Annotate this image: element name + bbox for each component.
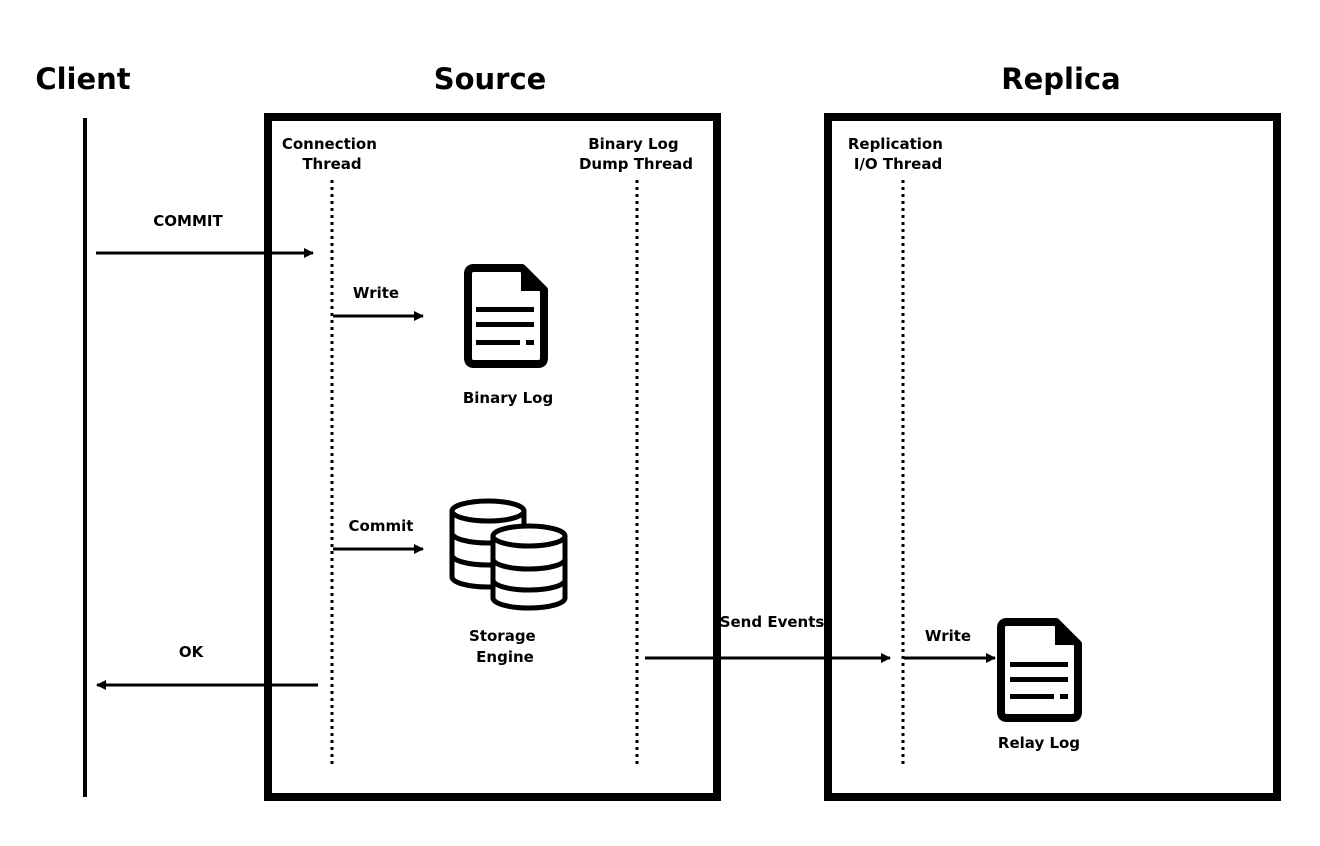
- write-relay-label: Write: [925, 627, 971, 645]
- connection-thread-label: Connection Thread: [282, 135, 382, 173]
- commit-request-label: COMMIT: [153, 212, 223, 230]
- ok-label: OK: [179, 643, 205, 661]
- send-events-label: Send Events: [720, 613, 825, 631]
- write-binlog-label: Write: [353, 284, 399, 302]
- binlog-dump-thread-label: Binary Log Dump Thread: [579, 135, 693, 173]
- storage-engine-database-icon: [449, 498, 568, 611]
- client-title: Client: [35, 62, 130, 96]
- replication-io-thread-label: Replication I/O Thread: [848, 135, 948, 173]
- replica-box: [824, 113, 1281, 801]
- binary-log-document-icon: [464, 264, 548, 368]
- source-title: Source: [434, 62, 547, 96]
- storage-engine-label: Storage Engine: [469, 627, 541, 666]
- relay-log-label: Relay Log: [998, 734, 1080, 752]
- source-box: [264, 113, 721, 801]
- replica-title: Replica: [1001, 62, 1120, 96]
- relay-log-document-icon: [997, 618, 1082, 722]
- commit-engine-label: Commit: [349, 517, 414, 535]
- binary-log-label: Binary Log: [463, 389, 553, 407]
